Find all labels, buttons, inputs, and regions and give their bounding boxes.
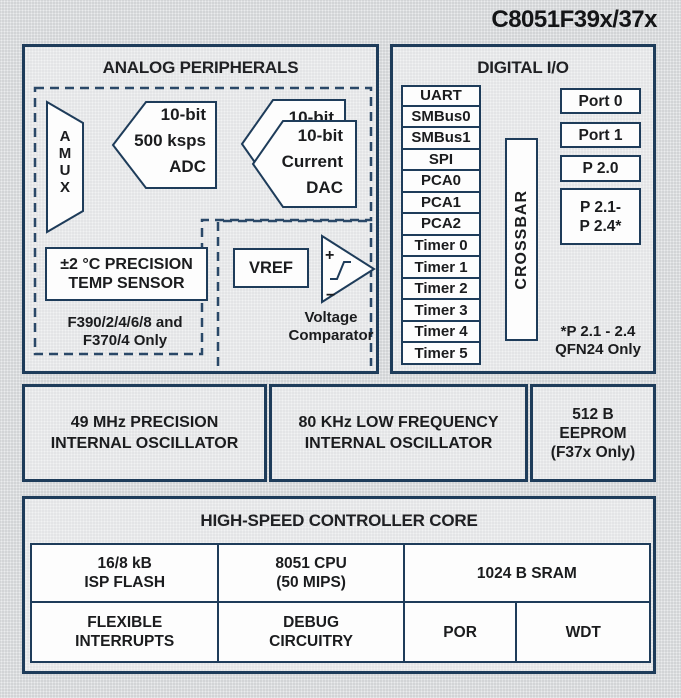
peripheral-pca1: PCA1 (401, 192, 481, 215)
port2-0-box: P 2.0 (560, 155, 641, 182)
crossbar-box: CROSSBAR (505, 138, 538, 341)
controller-core-table: 16/8 kB ISP FLASH 8051 CPU (50 MIPS) 102… (30, 543, 651, 663)
peripheral-pca0: PCA0 (401, 171, 481, 193)
comparator-plus-sign: + (325, 247, 334, 264)
peripheral-timer0: Timer 0 (401, 235, 481, 258)
dac-front-shape (251, 120, 357, 208)
wdt-cell: WDT (517, 603, 649, 661)
analog-availability-note: F390/2/4/6/8 and F370/4 Only (67, 314, 183, 349)
peripheral-smbus1: SMBus1 (401, 128, 481, 150)
peripheral-timer1: Timer 1 (401, 257, 481, 279)
controller-core-header: HIGH-SPEED CONTROLLER CORE (200, 511, 478, 530)
digital-io-header: DIGITAL I/O (477, 58, 569, 77)
amux-label: A M U X (58, 128, 72, 196)
peripheral-timer5: Timer 5 (401, 343, 481, 365)
vref-box: VREF (233, 248, 309, 288)
peripheral-spi: SPI (401, 149, 481, 172)
precision-oscillator-box: 49 MHz PRECISION INTERNAL OSCILLATOR (22, 384, 267, 482)
peripheral-pca2: PCA2 (401, 214, 481, 236)
qfn24-note: *P 2.1 - 2.4 QFN24 Only (555, 323, 641, 358)
comparator-minus-sign: − (326, 287, 335, 304)
peripheral-timer4: Timer 4 (401, 321, 481, 344)
dashed-group-vref-comparator-outline (216, 219, 373, 366)
port1-box: Port 1 (560, 122, 641, 148)
dac-front-label: 10-bit Current DAC (281, 126, 343, 197)
isp-flash-cell: 16/8 kB ISP FLASH (32, 545, 220, 603)
por-cell: POR (404, 603, 518, 661)
analog-shapes-canvas: 10-bit + − (33, 86, 376, 366)
adc-shape (111, 101, 217, 189)
cpu-cell: 8051 CPU (50 MIPS) (219, 545, 405, 603)
digital-io-panel: DIGITAL I/O UART SMBus0 SMBus1 SPI PCA0 … (390, 44, 656, 374)
chip-title: C8051F39x/37x (491, 6, 657, 33)
port2-1-to-2-4-box: P 2.1- P 2.4* (560, 188, 641, 245)
comparator-icon (321, 234, 376, 304)
comparator-label: Voltage Comparator (288, 309, 374, 344)
peripheral-timer3: Timer 3 (401, 300, 481, 322)
controller-core-panel: HIGH-SPEED CONTROLLER CORE 16/8 kB ISP F… (22, 496, 656, 674)
peripheral-smbus0: SMBus0 (401, 106, 481, 129)
adc-label: 10-bit 500 ksps ADC (134, 105, 206, 176)
dashed-group-adc-temp-outline (33, 86, 373, 356)
eeprom-box: 512 B EEPROM (F37x Only) (530, 384, 656, 482)
temp-sensor-box: ±2 °C PRECISION TEMP SENSOR (45, 247, 208, 301)
sram-cell: 1024 B SRAM (404, 545, 649, 603)
crossbar-label: CROSSBAR (512, 189, 530, 290)
low-freq-oscillator-box: 80 KHz LOW FREQUENCY INTERNAL OSCILLATOR (269, 384, 528, 482)
debug-cell: DEBUG CIRCUITRY (219, 603, 405, 661)
digital-peripheral-stack: UART SMBus0 SMBus1 SPI PCA0 PCA1 PCA2 Ti… (401, 85, 481, 365)
amux-shape (46, 100, 84, 234)
analog-peripherals-panel: ANALOG PERIPHERALS 10-bit + − A M U X 10… (22, 44, 379, 374)
peripheral-timer2: Timer 2 (401, 278, 481, 301)
analog-peripherals-header: ANALOG PERIPHERALS (102, 58, 299, 77)
interrupts-cell: FLEXIBLE INTERRUPTS (32, 603, 220, 661)
hysteresis-icon (330, 261, 351, 280)
peripheral-uart: UART (401, 85, 481, 107)
port0-box: Port 0 (560, 88, 641, 114)
